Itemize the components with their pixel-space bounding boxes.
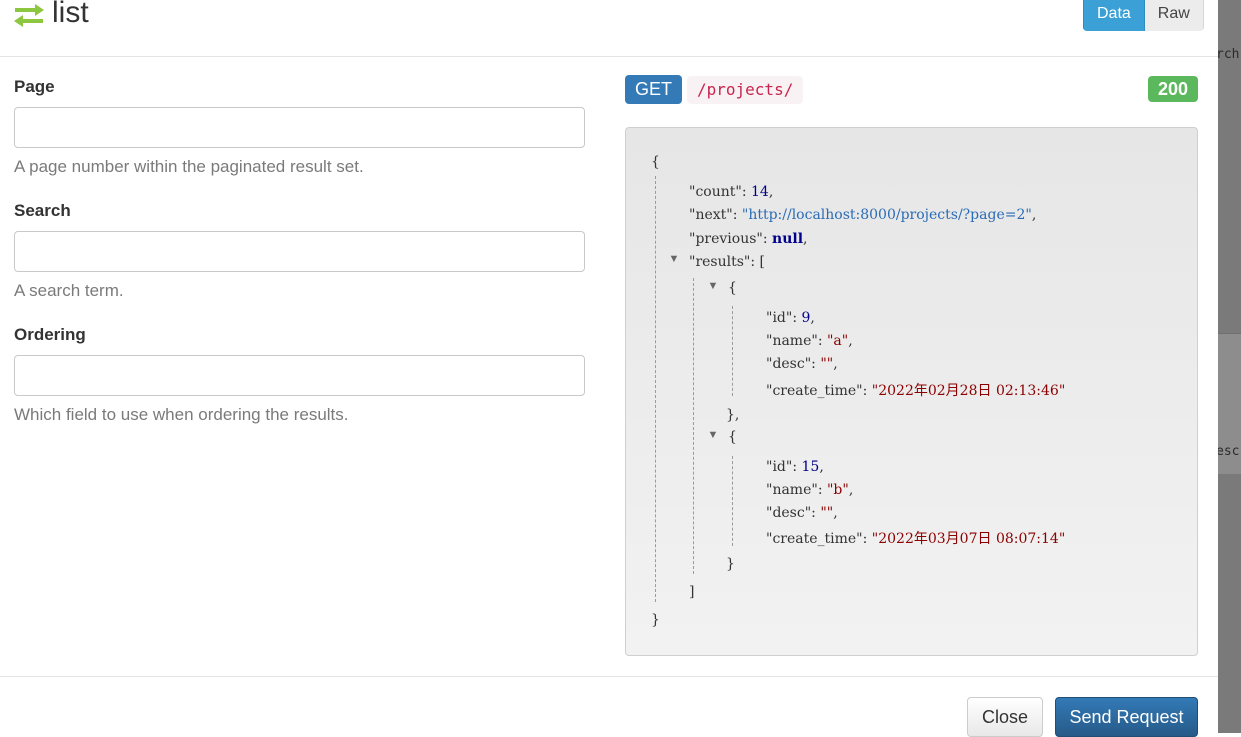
format-toggle: Data Raw [1083,0,1204,31]
json-desc-line: "desc": "", [766,356,838,372]
search-input[interactable] [14,231,585,272]
modal-footer [0,676,1218,734]
json-key: "create_time" [766,531,863,547]
json-desc-value: "" [820,505,834,521]
background-panel [1218,333,1241,474]
json-create-time-line: "create_time": "2022年03月07日 08:07:14" [766,531,1066,547]
json-create-time-value: "2022年03月07日 08:07:14" [871,531,1066,547]
json-object-close: }, [726,407,740,423]
triangle-down-icon[interactable]: ▼ [707,429,719,441]
search-label: Search [14,201,71,220]
json-key: "create_time" [766,383,863,399]
json-brace: } [651,612,660,628]
indent-guide [732,306,733,396]
ordering-input[interactable] [14,355,585,396]
json-desc-value: "" [820,356,834,372]
json-previous-value: null [772,231,804,247]
background-text: rch [1218,47,1240,62]
json-key: "name" [766,482,818,498]
request-path: /projects/ [687,76,804,104]
json-key: "name" [766,333,818,349]
json-previous-line: "previous": null, [689,231,808,247]
indent-guide [732,456,733,546]
page-title: list [52,0,89,29]
json-id-line: "id": 9, [766,310,815,326]
data-format-button[interactable]: Data [1083,0,1145,31]
json-count-value: 14 [750,184,769,200]
indent-guide [655,176,656,602]
send-request-button[interactable]: Send Request [1055,697,1198,737]
json-id-value: 9 [801,310,811,326]
json-count-line: "count": 14, [689,184,774,200]
background-text: esc [1218,444,1240,459]
triangle-down-icon[interactable]: ▼ [668,253,680,265]
close-button[interactable]: Close [967,697,1043,737]
json-object-open: { [728,280,737,296]
json-desc-line: "desc": "", [766,505,838,521]
ordering-label: Ordering [14,325,86,344]
modal-header: list Data Raw [0,0,1218,57]
json-id-value: 15 [801,459,820,475]
page-label: Page [14,77,55,96]
raw-format-button[interactable]: Raw [1144,0,1204,31]
background-page: rch esc [1218,0,1241,733]
ordering-help: Which field to use when ordering the res… [14,405,349,424]
page-input[interactable] [14,107,585,148]
json-object-close: } [726,556,735,572]
json-name-line: "name": "b", [766,482,854,498]
json-key: "count" [689,184,742,200]
json-create-time-value: "2022年02月28日 02:13:46" [871,383,1066,399]
json-key: "previous" [689,231,763,247]
json-next-link[interactable]: "http://localhost:8000/projects/?page=2" [741,207,1032,223]
search-help: A search term. [14,281,124,300]
triangle-down-icon[interactable]: ▼ [707,280,719,292]
json-key: "desc" [766,356,812,372]
json-object-open: { [728,429,737,445]
json-create-time-line: "create_time": "2022年02月28日 02:13:46" [766,383,1066,399]
status-code-badge: 200 [1148,76,1199,102]
json-key: "desc" [766,505,812,521]
json-brace: { [651,154,660,170]
json-key: "id" [766,310,793,326]
json-next-line: "next": "http://localhost:8000/projects/… [689,207,1037,223]
json-results-line: "results": [ [689,254,765,270]
json-key: "next" [689,207,733,223]
json-key: "results" [689,254,751,270]
json-name-value: "a" [826,333,849,349]
json-name-value: "b" [826,482,849,498]
json-name-line: "name": "a", [766,333,853,349]
response-body: { "count": 14, "next": "http://localhost… [625,127,1198,656]
json-array-close: ] [689,584,695,600]
json-key: "id" [766,459,793,475]
swap-arrows-icon [14,4,44,27]
indent-guide [693,278,694,574]
page-help: A page number within the paginated resul… [14,157,364,176]
http-method-badge: GET [625,75,683,104]
json-id-line: "id": 15, [766,459,824,475]
